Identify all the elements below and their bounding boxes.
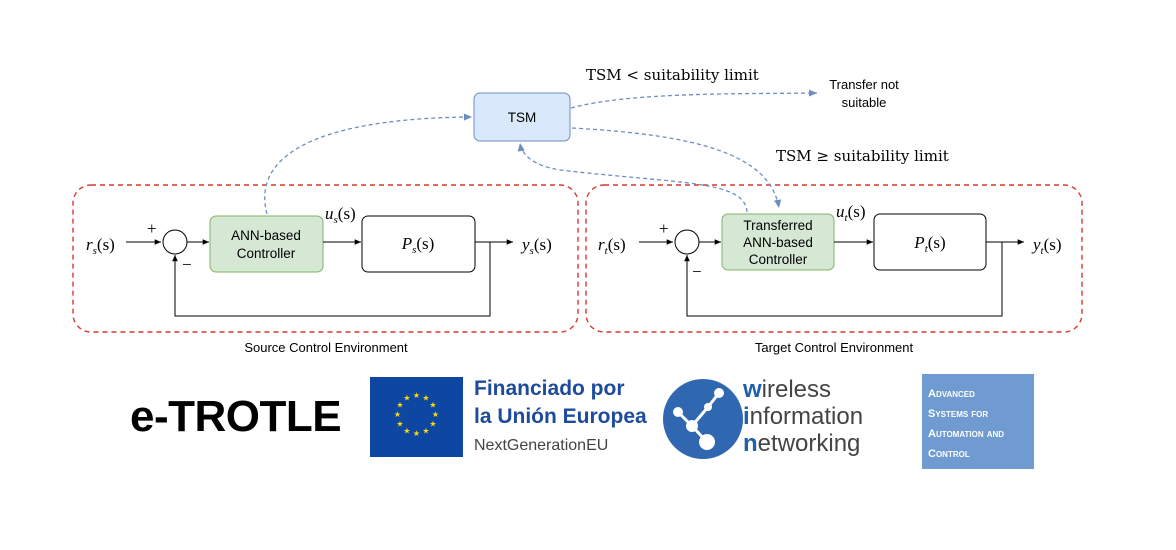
target-environment-frame — [585, 184, 1083, 333]
transfer-not-suitable-line1: Transfer not — [829, 77, 899, 92]
target-to-tsm-arrow — [517, 142, 748, 213]
eu-funding-line2: la Unión Europea — [474, 405, 647, 428]
network-nodes-icon — [663, 379, 743, 459]
tsm-to-not-suitable-arrow — [570, 89, 818, 109]
source-input-label: rs(s) — [86, 235, 115, 257]
target-control-signal-label: ut(s) — [836, 202, 866, 224]
svg-text:★: ★ — [422, 427, 429, 436]
svg-text:★: ★ — [396, 401, 403, 410]
source-controller-label-line2: Controller — [237, 246, 296, 261]
win-line-networking: networking — [743, 430, 861, 457]
asac-line-3: Automation and — [928, 428, 1005, 440]
wireless-information-networking-logo: wireless information networking — [663, 374, 893, 464]
asac-logo: Advanced Systems for Automation and Cont… — [922, 374, 1034, 469]
eu-funding-logo: ★ ★ ★ ★ ★ ★ ★ ★ ★ ★ ★ ★ Financiado por l… — [370, 377, 647, 459]
svg-text:★: ★ — [413, 391, 420, 400]
svg-text:★: ★ — [403, 427, 410, 436]
target-plus-sign: + — [659, 219, 669, 238]
target-feedback-path — [684, 242, 1003, 317]
svg-text:★: ★ — [403, 394, 410, 403]
asac-line-1: Advanced — [928, 388, 975, 400]
asac-line-4: Control — [928, 448, 970, 460]
source-plant-label: Ps(s) — [401, 234, 435, 256]
svg-text:★: ★ — [422, 394, 429, 403]
tsm-above-limit-condition: TSM ≥ suitability limit — [776, 147, 949, 165]
target-controller-label-line2: ANN-based — [743, 235, 813, 250]
source-plant-box — [361, 215, 476, 273]
win-logo-text: wireless information networking — [743, 376, 863, 457]
tsm-below-limit-condition: TSM < suitability limit — [586, 66, 759, 84]
win-line-wireless: wireless — [743, 376, 832, 403]
target-input-label: rt(s) — [598, 235, 626, 257]
source-environment-label: Source Control Environment — [244, 340, 408, 355]
svg-text:★: ★ — [396, 420, 403, 429]
svg-text:★: ★ — [413, 429, 420, 438]
source-environment-frame — [72, 184, 579, 333]
source-output-label: ys(s) — [520, 235, 552, 257]
source-controller-label-line1: ANN-based — [231, 228, 301, 243]
etrotle-logo: e-TROTLE — [130, 392, 342, 441]
source-controller-box — [209, 215, 324, 273]
tsm-to-target-arrow — [571, 127, 782, 209]
transfer-not-suitable-line2: suitable — [842, 95, 887, 110]
eu-flag-icon: ★ ★ ★ ★ ★ ★ ★ ★ ★ ★ ★ ★ — [370, 377, 463, 457]
win-line-information: information — [743, 403, 864, 430]
svg-text:★: ★ — [429, 401, 436, 410]
eu-stars-icon: ★ ★ ★ ★ ★ ★ ★ ★ ★ ★ ★ ★ — [394, 391, 439, 438]
source-control-signal-label: us(s) — [325, 204, 356, 226]
svg-text:★: ★ — [432, 410, 439, 419]
svg-text:★: ★ — [429, 420, 436, 429]
target-environment-label: Target Control Environment — [755, 340, 914, 355]
target-controller-label-line3: Controller — [749, 252, 808, 267]
tsm-box — [473, 92, 571, 142]
eu-funding-line3: NextGenerationEU — [474, 437, 609, 454]
tsm-label: TSM — [508, 110, 537, 125]
target-minus-sign: − — [692, 262, 702, 281]
source-summing-junction — [162, 229, 188, 255]
target-summing-junction — [674, 229, 700, 255]
source-plus-sign: + — [147, 219, 157, 238]
target-controller-label-line1: Transferred — [743, 218, 812, 233]
source-minus-sign: − — [182, 255, 192, 274]
svg-text:★: ★ — [394, 410, 401, 419]
source-to-tsm-arrow — [264, 113, 473, 215]
asac-line-2: Systems for — [928, 408, 989, 420]
target-plant-label: Pt(s) — [913, 233, 945, 255]
target-output-label: yt(s) — [1031, 235, 1062, 257]
source-feedback-path — [172, 242, 491, 317]
eu-funding-line1: Financiado por — [474, 377, 625, 400]
